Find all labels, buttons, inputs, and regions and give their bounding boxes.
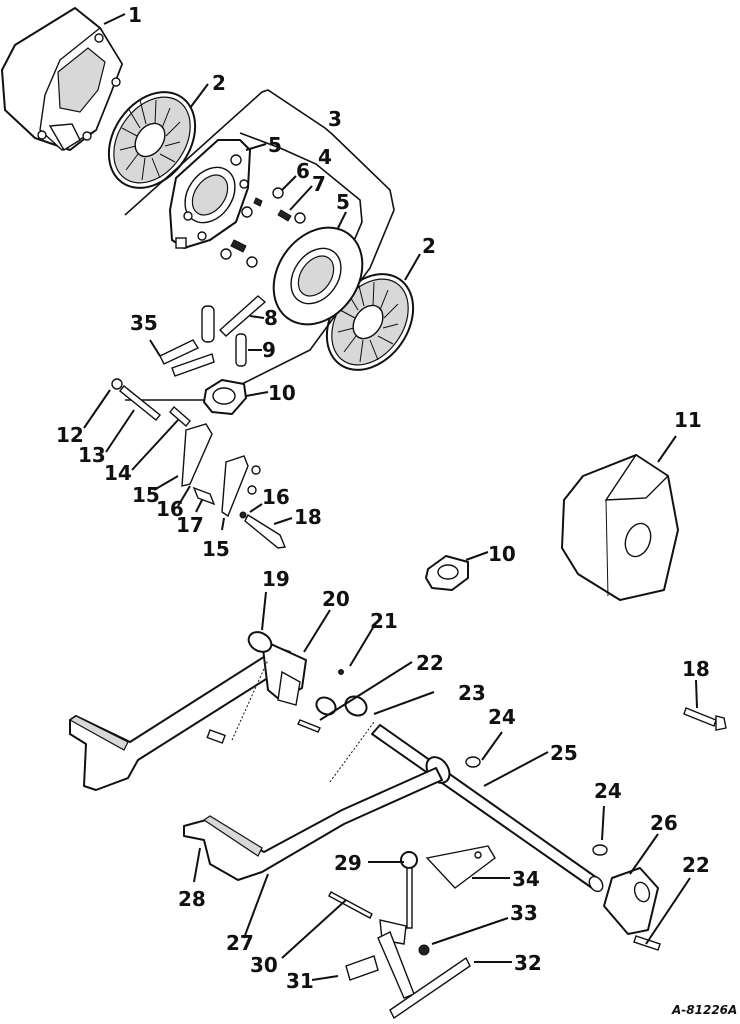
part-balls-and-springs — [220, 187, 306, 268]
assembly-bracket-4 — [239, 132, 363, 263]
callout-label: 3 — [328, 107, 342, 131]
part-seal-lower — [425, 555, 469, 591]
part-links — [159, 295, 267, 377]
part-lock-lever — [328, 845, 496, 1020]
part-upper-pedal — [68, 631, 368, 791]
callout-label: 6 — [296, 159, 310, 183]
callout-label: 18 — [294, 505, 322, 529]
callout-label: 32 — [514, 951, 542, 975]
callout-label: 24 — [488, 705, 516, 729]
callout-label: 2 — [422, 234, 436, 258]
callout-label: 24 — [594, 779, 622, 803]
part-bolt-right — [683, 707, 727, 731]
callout-label: 16 — [262, 485, 290, 509]
callout-label: 31 — [286, 969, 314, 993]
callout-label: 21 — [370, 609, 398, 633]
part-seal-upper — [203, 379, 247, 415]
callout-label: 27 — [226, 931, 254, 955]
callout-label: 5 — [336, 190, 350, 214]
part-pressure-plate-lower — [272, 226, 364, 326]
callout-label: 9 — [262, 338, 276, 362]
part-pins-and-levers — [111, 378, 286, 549]
callout-label: 10 — [268, 381, 296, 405]
part-housing-cover — [561, 454, 679, 601]
part-pressure-plate-upper — [169, 139, 251, 249]
callout-label: 22 — [416, 651, 444, 675]
callout-label: 20 — [322, 587, 350, 611]
callout-label: 10 — [488, 542, 516, 566]
callout-label: 15 — [202, 537, 230, 561]
callout-label: 30 — [250, 953, 278, 977]
callout-label: 23 — [458, 681, 486, 705]
callout-label: 1 — [128, 3, 142, 27]
callout-label: 2 — [212, 71, 226, 95]
callouts: 1 2 2 3 4 5 5 6 7 8 9 10 10 — [56, 3, 710, 993]
callout-label: 17 — [176, 513, 204, 537]
callout-label: 4 — [318, 145, 332, 169]
callout-label: 15 — [132, 483, 160, 507]
callout-label: 33 — [510, 901, 538, 925]
callout-label: 8 — [264, 306, 278, 330]
part-springs — [231, 659, 375, 783]
callout-label: 16 — [156, 497, 184, 521]
part-brake-housing — [1, 7, 123, 151]
callout-label: 26 — [650, 811, 678, 835]
part-lower-pedal — [183, 767, 443, 881]
callout-label: 13 — [78, 443, 106, 467]
callout-label: 7 — [312, 172, 326, 196]
part-brake-disc-upper — [107, 91, 197, 189]
callout-label: 19 — [262, 567, 290, 591]
callout-label: 12 — [56, 423, 84, 447]
assembly-bracket-3 — [124, 89, 395, 401]
callout-label: 14 — [104, 461, 132, 485]
callout-label: 35 — [130, 311, 158, 335]
callout-label: 18 — [682, 657, 710, 681]
callout-label: 5 — [268, 133, 282, 157]
drawing-number: A-81226A — [671, 1003, 737, 1017]
callout-label: 28 — [178, 887, 206, 911]
callout-label: 25 — [550, 741, 578, 765]
callout-label: 22 — [682, 853, 710, 877]
part-lever-hub — [603, 867, 661, 951]
part-cross-shaft — [371, 724, 608, 893]
callout-label: 34 — [512, 867, 540, 891]
callout-label: 11 — [674, 408, 702, 432]
callout-label: 29 — [334, 851, 362, 875]
